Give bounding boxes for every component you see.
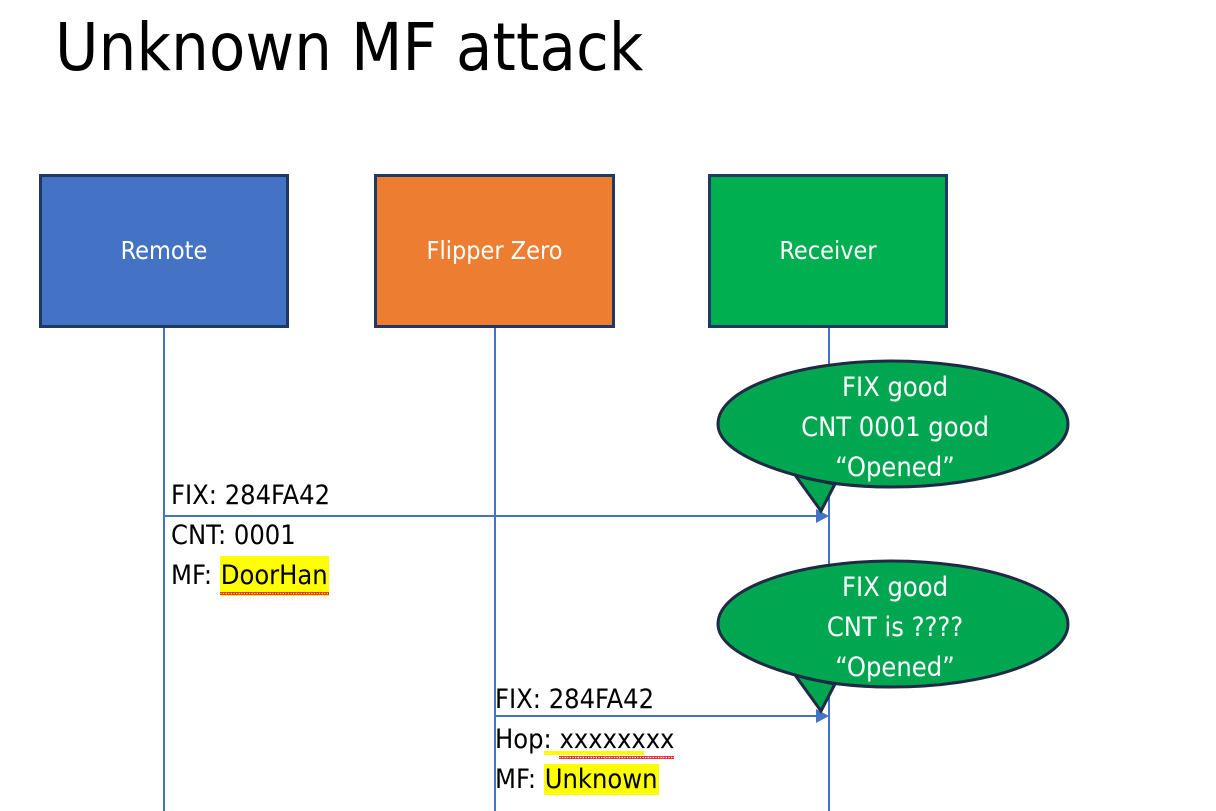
- message-1-line-fix: FIX: 284FA42: [171, 476, 330, 516]
- callout-bubble-2[interactable]: FIX good CNT is ???? “Opened”: [715, 558, 1075, 723]
- message-1-cnt-value: 0001: [233, 520, 296, 551]
- message-1-line-cnt: CNT: 0001: [171, 516, 296, 556]
- callout-1-line-2: CNT 0001 good: [801, 412, 989, 443]
- message-2-mf-label: MF:: [495, 764, 537, 795]
- callout-shape-2: [716, 559, 1070, 714]
- message-1-mf-label: MF:: [171, 560, 213, 591]
- message-2-hop-label: Hop:: [495, 724, 552, 755]
- actor-label-remote: Remote: [120, 236, 208, 265]
- message-2-hop-value: xxxxxxxx: [559, 720, 674, 760]
- actor-box-remote[interactable]: Remote: [39, 174, 289, 328]
- actor-label-flipper: Flipper Zero: [426, 236, 563, 265]
- lifeline-flipper: [494, 328, 496, 811]
- message-2-line-fix: FIX: 284FA42: [495, 680, 654, 720]
- lifeline-remote: [163, 328, 165, 811]
- message-1-mf-value: DoorHan: [219, 556, 329, 596]
- message-2-mf-value: Unknown: [543, 764, 659, 795]
- callout-2-line-3: “Opened”: [835, 652, 955, 683]
- actor-box-flipper[interactable]: Flipper Zero: [374, 174, 615, 328]
- message-1-cnt-label: CNT:: [171, 520, 227, 551]
- page-title: Unknown MF attack: [55, 9, 644, 86]
- message-1-line-mf: MF: DoorHan: [171, 556, 329, 596]
- message-2-fix-value: 284FA42: [548, 684, 655, 715]
- message-1-fix-value: 284FA42: [224, 480, 331, 511]
- hop-highlight-strip: [544, 751, 644, 755]
- arrow-head-icon: [816, 709, 829, 723]
- actor-box-receiver[interactable]: Receiver: [708, 174, 948, 328]
- callout-2-line-2: CNT is ????: [826, 612, 964, 643]
- callout-1-line-1: FIX good: [841, 372, 949, 403]
- message-2-line-mf: MF: Unknown: [495, 760, 659, 800]
- callout-shape-1: [716, 359, 1070, 514]
- message-2-line-hop: Hop: xxxxxxxx: [495, 720, 674, 760]
- callout-1-line-3: “Opened”: [835, 452, 955, 483]
- message-arrow-remote-to-receiver: [164, 515, 819, 517]
- message-arrow-flipper-to-receiver: [495, 715, 819, 717]
- arrow-head-icon: [816, 509, 829, 523]
- callout-bubble-1[interactable]: FIX good CNT 0001 good “Opened”: [715, 358, 1075, 523]
- actor-label-receiver: Receiver: [779, 236, 877, 265]
- message-2-fix-label: FIX:: [495, 684, 541, 715]
- callout-2-line-1: FIX good: [841, 572, 949, 603]
- message-1-fix-label: FIX:: [171, 480, 217, 511]
